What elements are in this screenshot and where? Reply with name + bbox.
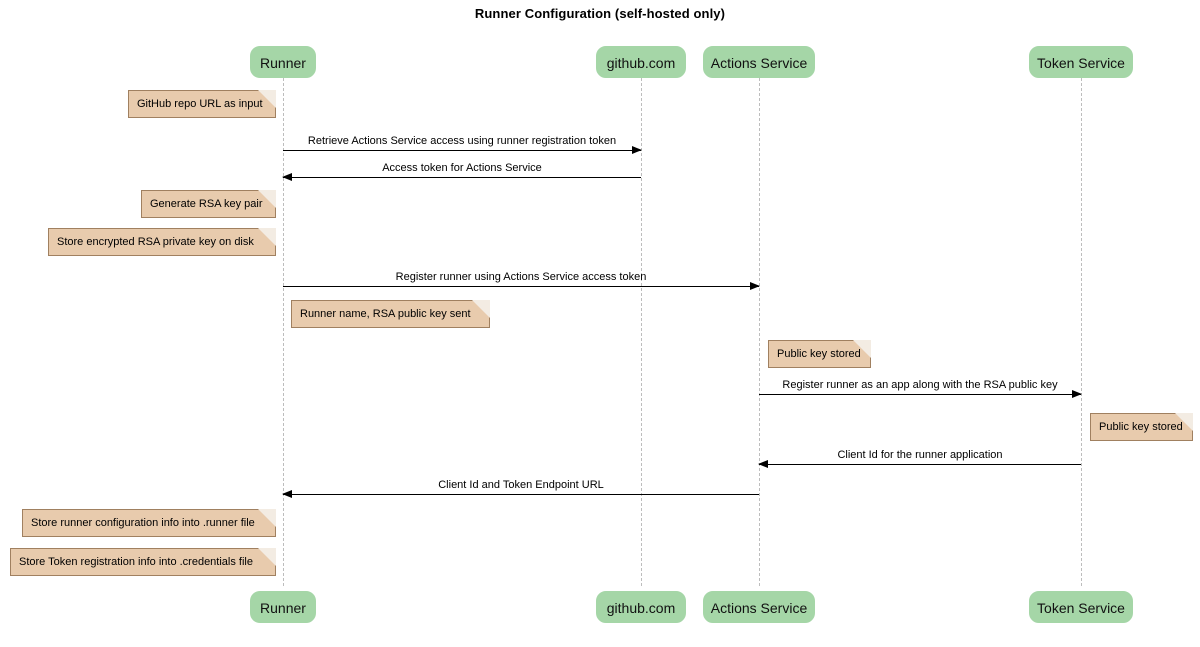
participant-actions-bottom[interactable]: Actions Service (703, 591, 815, 623)
note-pubkey-token: Public key stored (1090, 413, 1193, 441)
lifeline-runner (283, 78, 284, 586)
note-runner-name-text: Runner name, RSA public key sent (300, 308, 471, 320)
lifeline-actions (759, 78, 760, 586)
participant-runner-top[interactable]: Runner (250, 46, 316, 78)
msg-register-runner-label: Register runner using Actions Service ac… (395, 271, 647, 283)
note-generate-rsa-text: Generate RSA key pair (150, 198, 263, 210)
msg-client-id-url-label: Client Id and Token Endpoint URL (438, 479, 604, 491)
note-store-private-text: Store encrypted RSA private key on disk (57, 236, 254, 248)
msg-client-id: Client Id for the runner application (758, 449, 1081, 468)
note-fold-corner-icon (1183, 414, 1192, 423)
arrowhead-right-icon (1072, 389, 1082, 398)
arrowhead-left-icon (282, 172, 292, 181)
note-store-private: Store encrypted RSA private key on disk (48, 228, 276, 256)
note-fold-corner-icon (266, 91, 275, 100)
note-repo-url-text: GitHub repo URL as input (137, 98, 263, 110)
note-fold-corner-icon (266, 549, 275, 558)
msg-retrieve-access: Retrieve Actions Service access using ru… (283, 135, 642, 154)
note-fold-corner-icon (480, 301, 489, 310)
participant-actions-top[interactable]: Actions Service (703, 46, 815, 78)
note-fold-corner-icon (266, 191, 275, 200)
note-fold-corner-icon (266, 229, 275, 238)
note-fold-corner-icon (861, 341, 870, 350)
note-store-creds: Store Token registration info into .cred… (10, 548, 276, 576)
msg-register-app: Register runner as an app along with the… (759, 379, 1082, 398)
msg-client-id-label: Client Id for the runner application (837, 449, 1003, 461)
note-pubkey-actions: Public key stored (768, 340, 871, 368)
msg-retrieve-access-label: Retrieve Actions Service access using ru… (307, 135, 617, 147)
note-store-runner: Store runner configuration info into .ru… (22, 509, 276, 537)
lifeline-github (641, 78, 642, 586)
note-runner-name: Runner name, RSA public key sent (291, 300, 490, 328)
note-store-creds-text: Store Token registration info into .cred… (19, 556, 253, 568)
participant-github-top[interactable]: github.com (596, 46, 686, 78)
note-pubkey-token-text: Public key stored (1099, 421, 1183, 433)
participant-runner-bottom[interactable]: Runner (250, 591, 316, 623)
page-title: Runner Configuration (self-hosted only) (474, 6, 726, 21)
note-fold-corner-icon (266, 510, 275, 519)
arrowhead-left-icon (758, 459, 768, 468)
participant-token-top[interactable]: Token Service (1029, 46, 1133, 78)
note-store-runner-text: Store runner configuration info into .ru… (31, 517, 255, 529)
lifeline-token (1081, 78, 1082, 586)
msg-access-token-label: Access token for Actions Service (382, 162, 542, 174)
note-pubkey-actions-text: Public key stored (777, 348, 861, 360)
participant-token-bottom[interactable]: Token Service (1029, 591, 1133, 623)
msg-register-app-label: Register runner as an app along with the… (782, 379, 1058, 391)
msg-client-id-url: Client Id and Token Endpoint URL (282, 479, 759, 498)
note-generate-rsa: Generate RSA key pair (141, 190, 276, 218)
note-repo-url: GitHub repo URL as input (128, 90, 276, 118)
msg-access-token: Access token for Actions Service (282, 162, 641, 181)
arrowhead-left-icon (282, 489, 292, 498)
arrowhead-right-icon (632, 145, 642, 154)
arrowhead-right-icon (750, 281, 760, 290)
msg-register-runner: Register runner using Actions Service ac… (283, 271, 760, 290)
participant-github-bottom[interactable]: github.com (596, 591, 686, 623)
